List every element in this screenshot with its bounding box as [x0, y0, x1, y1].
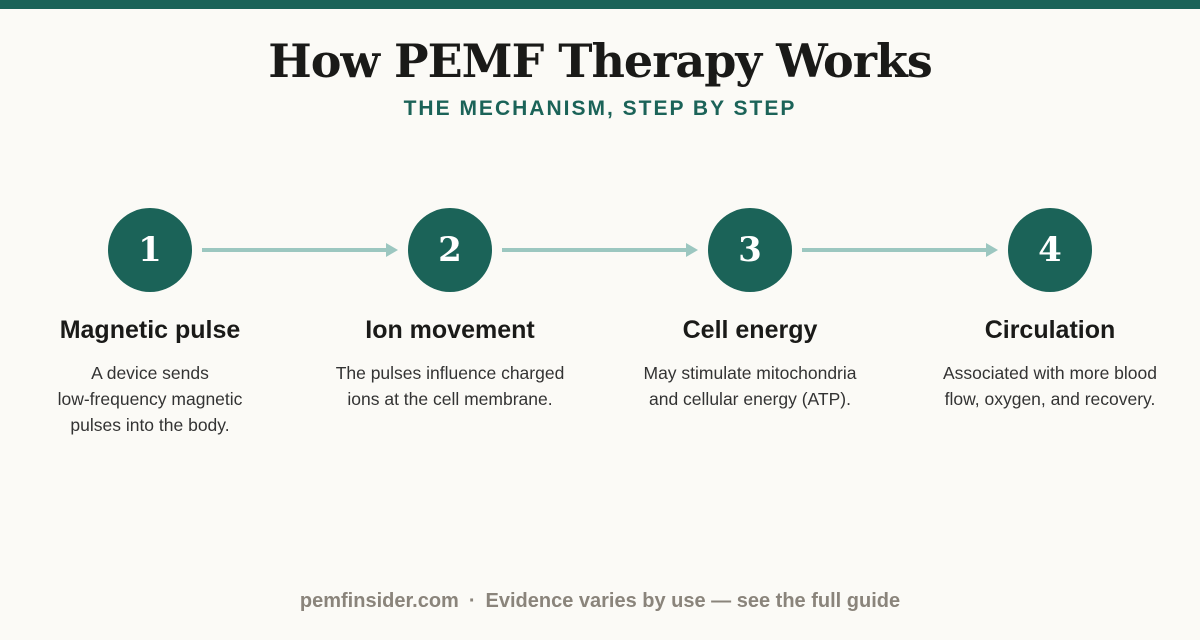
footer: pemfinsider.com · Evidence varies by use —…: [0, 590, 1200, 613]
step-1-description: A device sends low-frequency magnetic pu…: [20, 360, 280, 438]
step-1-desc-line: A device sends: [91, 363, 209, 383]
step-3-title: Cell energy: [682, 316, 818, 344]
footer-site-link[interactable]: pemfinsider.com: [299, 590, 459, 612]
page-title: How PEMF Therapy Works: [268, 34, 933, 88]
footer-note: Evidence varies by use — see the full gu…: [485, 590, 901, 612]
step-2-description: The pulses influence charged ions at the…: [320, 360, 580, 412]
step-2-number-circle: 2: [408, 208, 492, 292]
step-1-number-circle: 1: [108, 208, 192, 292]
step-1-desc-line: pulses into the body.: [70, 415, 230, 435]
step-3-description: May stimulate mitochondria and cellular …: [620, 360, 880, 412]
arrow-step-2-to-3: [502, 243, 698, 257]
top-accent-bar: [0, 0, 1200, 9]
arrow-step-1-to-2: [202, 243, 398, 257]
step-4-desc-line: Associated with more blood: [943, 363, 1157, 383]
footer-separator: ·: [468, 590, 476, 612]
step-3-desc-line: and cellular energy (ATP).: [649, 389, 851, 409]
step-4-number-circle: 4: [1008, 208, 1092, 292]
step-1-desc-line: low-frequency magnetic: [57, 389, 243, 409]
step-3-number-circle: 3: [708, 208, 792, 292]
step-2-desc-line: The pulses influence charged: [335, 363, 565, 383]
arrow-step-3-to-4: [802, 243, 998, 257]
step-1-title: Magnetic pulse: [59, 316, 241, 344]
step-2-desc-line: ions at the cell membrane.: [347, 389, 553, 409]
step-4-title: Circulation: [984, 316, 1116, 344]
step-3-desc-line: May stimulate mitochondria: [643, 363, 857, 383]
step-4-desc-line: flow, oxygen, and recovery.: [944, 389, 1156, 409]
step-2-title: Ion movement: [365, 316, 535, 344]
page-subtitle: THE MECHANISM, STEP BY STEP: [403, 97, 797, 120]
step-4-description: Associated with more blood flow, oxygen,…: [920, 360, 1180, 412]
